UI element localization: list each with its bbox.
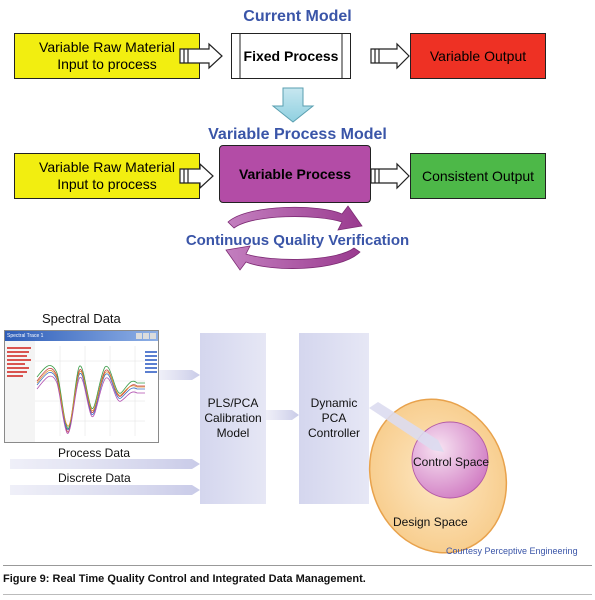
variable-output-box: Variable Output: [410, 33, 546, 79]
process-data-arrow: [10, 459, 200, 469]
fixed-process-box: Fixed Process: [231, 33, 351, 79]
window-controls: [136, 333, 156, 339]
variable-output-label: Variable Output: [429, 47, 527, 64]
fixed-process-label: Fixed Process: [243, 47, 339, 64]
spectral-window-title: Spectral Trace 1: [7, 333, 44, 339]
discrete-data-arrow: [10, 485, 200, 495]
design-space-label: Design Space: [393, 515, 468, 529]
dynamic-pca-controller-label: Dynamic PCA Controller: [307, 396, 361, 440]
process-data-label: Process Data: [58, 446, 131, 460]
variable-process-box: Variable Process: [219, 145, 371, 203]
maximize-icon[interactable]: [143, 333, 149, 339]
dynamic-to-control-arrow: [369, 402, 444, 452]
spectral-window-titlebar: Spectral Trace 1: [5, 331, 158, 341]
raw-material-input-label-2: Variable Raw Material Input to process: [39, 159, 175, 192]
caption-rule-bottom: [3, 594, 592, 595]
consistent-output-label: Consistent Output: [421, 167, 535, 184]
spectral-data-title: Spectral Data: [42, 311, 121, 326]
raw-material-input-box-2: Variable Raw Material Input to process: [14, 153, 200, 199]
pls-pca-calibration-label: PLS/PCA Calibration Model: [204, 396, 262, 440]
close-icon[interactable]: [150, 333, 156, 339]
pls-to-dynamic-arrow: [266, 410, 299, 420]
caption-rule-top: [3, 565, 592, 566]
consistent-output-box: Consistent Output: [410, 153, 546, 199]
continuous-quality-verification-label: Continuous Quality Verification: [185, 232, 410, 249]
spectral-plot: [5, 341, 158, 442]
courtesy-label: Courtesy Perceptive Engineering: [446, 546, 578, 556]
pls-pca-calibration-panel: PLS/PCA Calibration Model: [200, 333, 266, 504]
current-model-title: Current Model: [243, 8, 352, 25]
variable-process-label: Variable Process: [238, 165, 352, 182]
control-space-label: Control Space: [413, 455, 490, 469]
minimize-icon[interactable]: [136, 333, 142, 339]
spectral-window: Spectral Trace 1: [4, 330, 159, 443]
discrete-data-label: Discrete Data: [58, 471, 131, 485]
spectral-to-pls-arrow: [159, 370, 200, 380]
variable-process-model-title: Variable Process Model: [208, 126, 387, 143]
raw-material-input-label-1: Variable Raw Material Input to process: [39, 39, 175, 72]
figure-caption: Figure 9: Real Time Quality Control and …: [3, 573, 366, 585]
dynamic-pca-controller-panel: Dynamic PCA Controller: [299, 333, 369, 504]
